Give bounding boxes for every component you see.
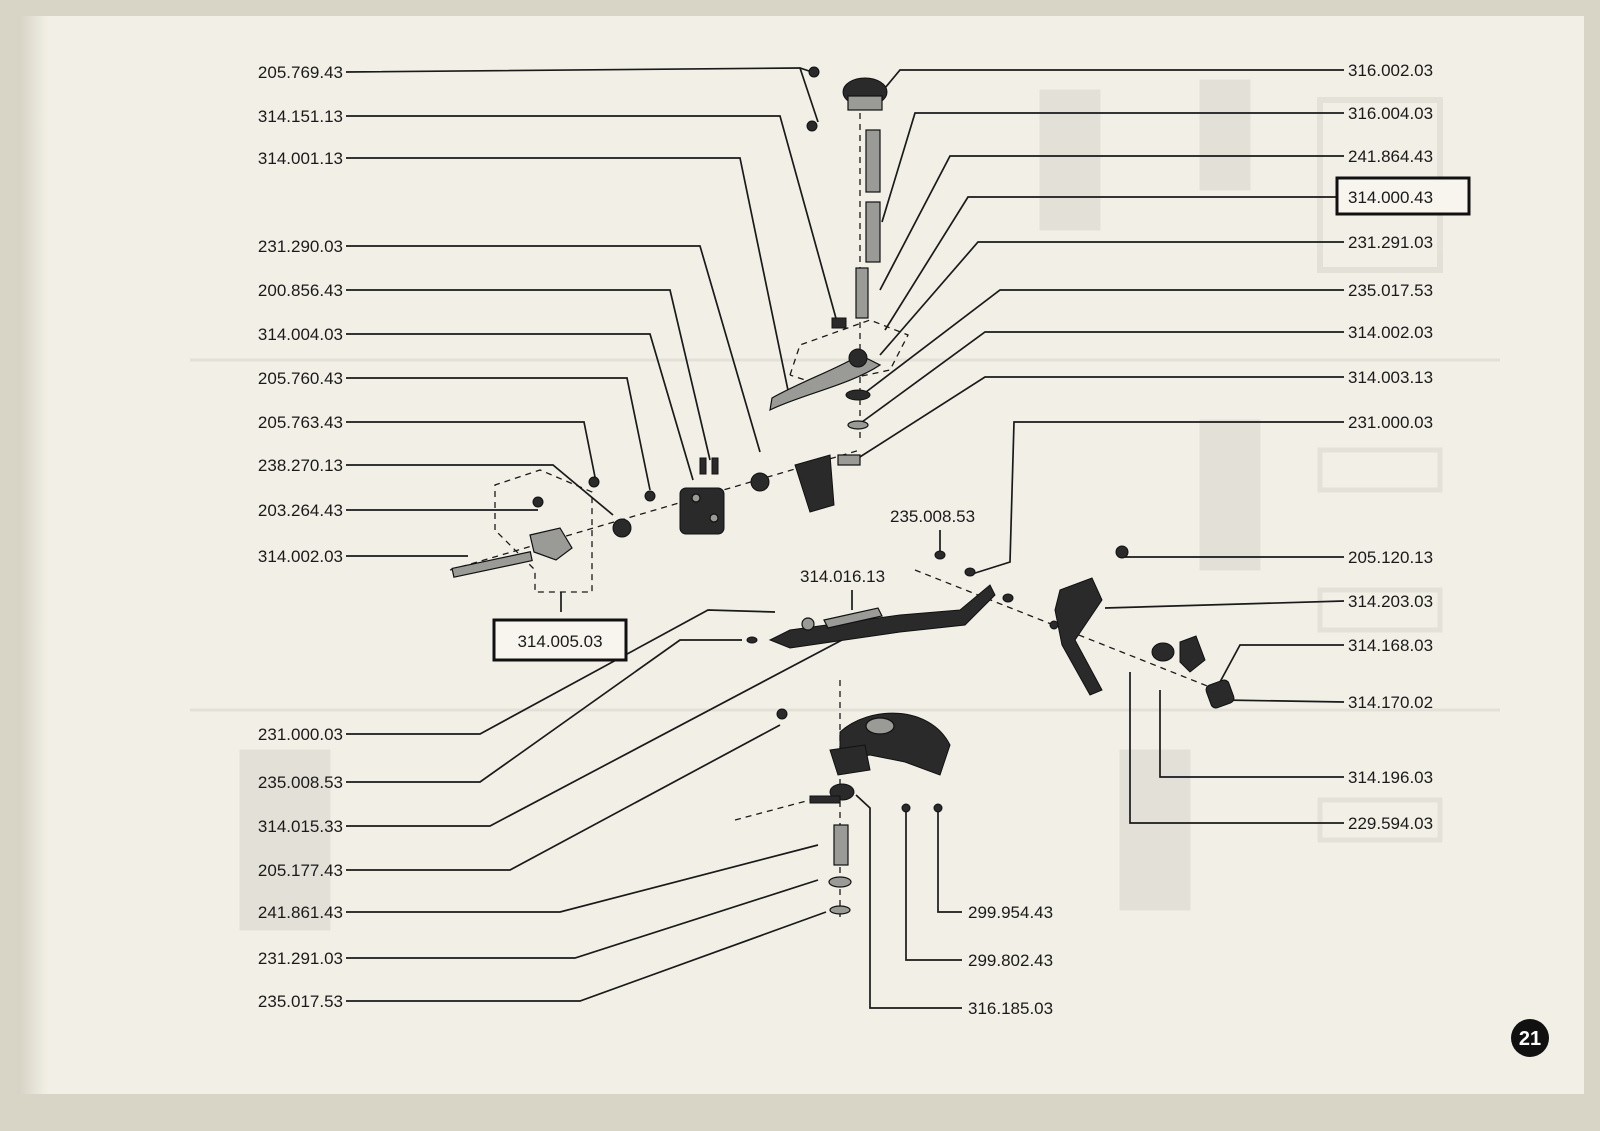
lower-pin: [833, 824, 849, 866]
collar-ring: [612, 518, 632, 538]
gear-hub: [847, 95, 883, 111]
boxed-label-314-000-43: [1335, 176, 1471, 216]
labels-right: 316.002.03 316.004.03 241.864.43 314.000…: [1348, 61, 1433, 833]
labels-left: 205.769.43 314.151.13 314.001.13 231.290…: [258, 63, 343, 1011]
part-label: 231.291.03: [258, 949, 343, 968]
part-label: 231.291.03: [1348, 233, 1433, 252]
cam-hub: [829, 744, 871, 776]
parts: [451, 66, 1235, 915]
part-label: 314.151.13: [258, 107, 343, 126]
circlip: [934, 550, 946, 560]
part-label: 314.170.02: [1348, 693, 1433, 712]
pin: [855, 267, 869, 319]
part-label: 314.001.13: [258, 149, 343, 168]
part-label: 314.000.43: [1348, 188, 1433, 207]
part-label: 316.002.03: [1348, 61, 1433, 80]
screw: [808, 66, 820, 78]
page-number-badge: [1511, 1019, 1549, 1057]
part-label: 314.015.33: [258, 817, 343, 836]
part-label: 314.016.13: [800, 567, 885, 586]
part-label: 314.002.03: [258, 547, 343, 566]
screw: [933, 803, 943, 813]
part-label: 235.017.53: [258, 992, 343, 1011]
shaft-middle: [865, 201, 881, 263]
part-label: 316.185.03: [968, 999, 1053, 1018]
pin-small: [837, 454, 861, 466]
circlip: [829, 905, 851, 915]
page-number: 21: [1519, 1028, 1541, 1050]
part-label: 203.264.43: [258, 501, 343, 520]
part-label: 205.760.43: [258, 369, 343, 388]
part-label: 229.594.03: [1348, 814, 1433, 833]
part-label: 235.008.53: [890, 507, 975, 526]
book-spine-shadow: [18, 16, 48, 1094]
part-label: 205.120.13: [1348, 548, 1433, 567]
part-label: 314.203.03: [1348, 592, 1433, 611]
part-label: 200.856.43: [258, 281, 343, 300]
washer: [1151, 642, 1175, 662]
part-label: 316.004.03: [1348, 104, 1433, 123]
left-shaft: [451, 551, 533, 578]
collar-block: [679, 487, 725, 535]
leader-lines: [345, 67, 1345, 1009]
washer: [828, 876, 852, 888]
part-label: 241.864.43: [1348, 147, 1433, 166]
screw: [901, 803, 911, 813]
part-label: 314.003.13: [1348, 368, 1433, 387]
shaft-upper: [865, 129, 881, 193]
washer: [845, 389, 871, 401]
show-through-ghost: [190, 79, 1500, 931]
circlip: [847, 420, 869, 430]
part-label: 231.000.03: [1348, 413, 1433, 432]
key: [831, 317, 847, 329]
crank-block: [794, 454, 835, 513]
part-label: 235.008.53: [258, 773, 343, 792]
boxed-label-314-005-03: [492, 618, 628, 662]
set-screw: [644, 490, 656, 502]
part-label: 205.763.43: [258, 413, 343, 432]
screw: [776, 708, 788, 720]
part-label: 241.861.43: [258, 903, 343, 922]
pin-long: [823, 607, 883, 629]
part-label: 299.954.43: [968, 903, 1053, 922]
part-label: 314.002.03: [1348, 323, 1433, 342]
circlip: [1002, 593, 1014, 603]
part-label: 299.802.43: [968, 951, 1053, 970]
screw: [806, 120, 818, 132]
part-label: 314.196.03: [1348, 768, 1433, 787]
cam: [1179, 635, 1206, 673]
set-screw: [532, 496, 544, 508]
part-label: 314.004.03: [258, 325, 343, 344]
washer: [964, 567, 976, 577]
catalog-page: [18, 16, 1584, 1094]
cam-lever: [769, 354, 882, 412]
part-label: 231.290.03: [258, 237, 343, 256]
left-lever: [529, 527, 573, 561]
lower-arm: [809, 795, 841, 804]
lever-hub: [848, 348, 868, 368]
part-label: 314.005.03: [517, 632, 602, 651]
part-label: 205.177.43: [258, 861, 343, 880]
crank-arm: [1054, 577, 1103, 696]
washer: [750, 472, 770, 492]
part-label: 205.769.43: [258, 63, 343, 82]
set-screw: [588, 476, 600, 488]
labels-center: 235.008.53 314.016.13 314.005.03 299.954…: [517, 507, 1053, 1018]
part-label: 314.168.03: [1348, 636, 1433, 655]
part-label: 235.017.53: [1348, 281, 1433, 300]
knurled-screw: [1205, 679, 1235, 709]
part-label: 231.000.03: [258, 725, 343, 744]
screw: [1115, 545, 1129, 559]
part-label: 238.270.13: [258, 456, 343, 475]
